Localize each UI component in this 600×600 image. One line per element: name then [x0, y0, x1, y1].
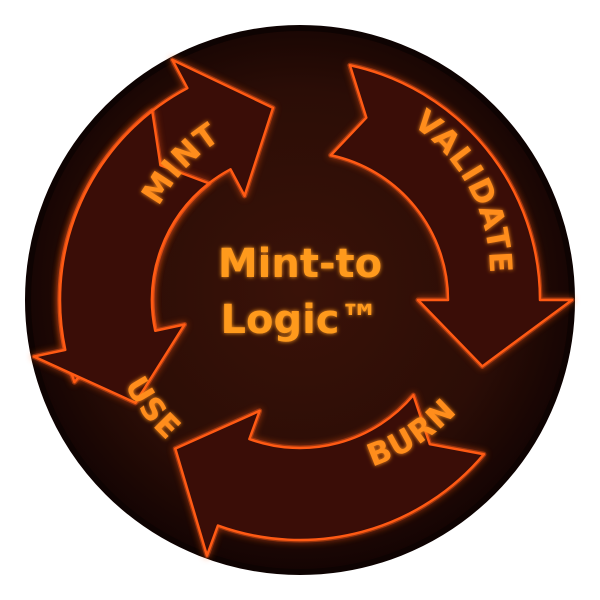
- center-title-line-1: Mint-to: [218, 241, 382, 287]
- cycle-arrows: [31, 57, 575, 559]
- arrow-burn: [174, 393, 486, 557]
- arrow-use: [32, 109, 211, 405]
- arrow-validate: [329, 63, 574, 368]
- center-title-line-2: Logic™: [220, 297, 379, 343]
